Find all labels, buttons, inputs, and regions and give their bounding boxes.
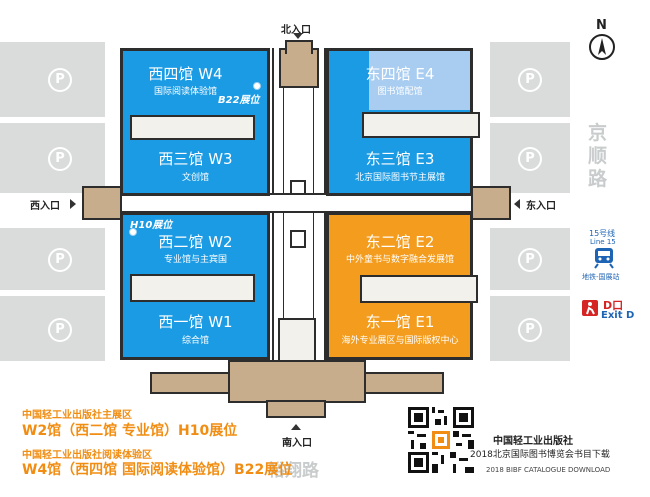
cross-corridor [118, 193, 490, 213]
west-gate-building [82, 186, 122, 220]
metro-line-label: 15号线 [589, 229, 616, 238]
road-name-east: 京顺路 [588, 122, 608, 190]
arrow-left-icon [514, 199, 520, 209]
hall-inner-area [130, 274, 255, 302]
compass-label: N [596, 18, 607, 33]
parking-lot: P [490, 123, 570, 193]
parking-icon: P [518, 318, 542, 342]
hall-subtitle: 文创馆 [181, 173, 209, 183]
booth-label-h10: H10展位 [130, 220, 173, 231]
exit-label-cn: D口 [603, 299, 624, 312]
hall-name: 西二馆 W2 [158, 233, 233, 251]
south-entrance-building [266, 400, 326, 418]
hall-subtitle: 专业馆与主宾国 [163, 255, 227, 265]
metro-train-icon [592, 247, 616, 269]
hall-inner-area [360, 275, 478, 303]
hall-name: 东一馆 E1 [365, 313, 435, 331]
north-gate-building [279, 48, 319, 88]
catalogue-download-cn: 2018北京国际图书博览会书目下载 [470, 450, 610, 460]
hall-inner-area [130, 115, 255, 140]
parking-icon: P [48, 248, 72, 272]
parking-icon: P [518, 68, 542, 92]
booth-marker [129, 228, 137, 236]
legend-main-label: 中国轻工业出版社主展区 [22, 410, 132, 421]
hall-name: 西一馆 W1 [158, 313, 233, 331]
legend-reading-label: 中国轻工业出版社阅读体验区 [22, 450, 152, 461]
metro-station-label: 地铁-国展站 [582, 273, 620, 281]
south-entrance-building [150, 372, 230, 394]
west-gate-label: 西入口 [30, 201, 60, 212]
south-entrance-detail [278, 318, 316, 360]
compass-icon [589, 34, 615, 60]
exit-label-en: Exit D [601, 310, 635, 321]
arrow-up-icon [291, 424, 301, 430]
road-name-south: 裕翔路 [268, 461, 319, 481]
hall-name: 东三馆 E3 [365, 150, 435, 168]
parking-icon: P [48, 318, 72, 342]
parking-lot: P [0, 228, 105, 290]
parking-lot: P [0, 296, 105, 361]
hall-subtitle: 综合馆 [181, 336, 209, 346]
hall-name: 东四馆 E4 [365, 65, 435, 83]
arrow-down-icon [293, 33, 303, 39]
hall-subtitle: 图书馆配馆 [377, 87, 423, 97]
parking-icon: P [48, 147, 72, 171]
arrow-right-icon [70, 199, 76, 209]
exit-icon [582, 300, 598, 316]
parking-lot: P [0, 42, 105, 117]
corridor-booth [290, 230, 306, 248]
east-gate-label: 东入口 [526, 201, 556, 212]
hall-subtitle: 北京国际图书节主展馆 [354, 173, 445, 183]
qr-code[interactable] [408, 407, 474, 473]
parking-icon: P [48, 68, 72, 92]
parking-lot: P [490, 42, 570, 117]
hall-name: 东二馆 E2 [365, 233, 435, 251]
south-gate-label: 南入口 [282, 438, 312, 449]
north-gate-label: 北入口 [281, 25, 311, 36]
south-entrance-building [228, 360, 366, 403]
legend-main-value: W2馆（西二馆 专业馆）H10展位 [22, 423, 238, 439]
booth-label-b22: B22展位 [218, 95, 260, 106]
parking-lot: P [490, 228, 570, 290]
booth-marker [253, 82, 261, 90]
south-entrance-building [364, 372, 444, 394]
hall-subtitle: 中外童书与数字融合发展馆 [345, 255, 454, 265]
parking-lot: P [0, 123, 105, 193]
east-gate-building [471, 186, 511, 220]
metro-line-en: Line 15 [590, 238, 616, 246]
parking-icon: P [518, 147, 542, 171]
north-gate-building [285, 40, 313, 54]
hall-inner-area [362, 112, 480, 138]
hall-name: 西三馆 W3 [158, 150, 233, 168]
hall-subtitle: 国际阅读体验馆 [153, 87, 217, 97]
publisher-name: 中国轻工业出版社 [493, 436, 573, 447]
parking-lot: P [490, 296, 570, 361]
hall-name: 西四馆 W4 [148, 65, 223, 83]
parking-icon: P [518, 248, 542, 272]
legend-reading-value: W4馆（西四馆 国际阅读体验馆）B22展位 [22, 462, 293, 478]
hall-subtitle: 海外专业展区与国际版权中心 [341, 336, 459, 346]
catalogue-download-en: 2018 BIBF CATALOGUE DOWNLOAD [486, 466, 611, 474]
